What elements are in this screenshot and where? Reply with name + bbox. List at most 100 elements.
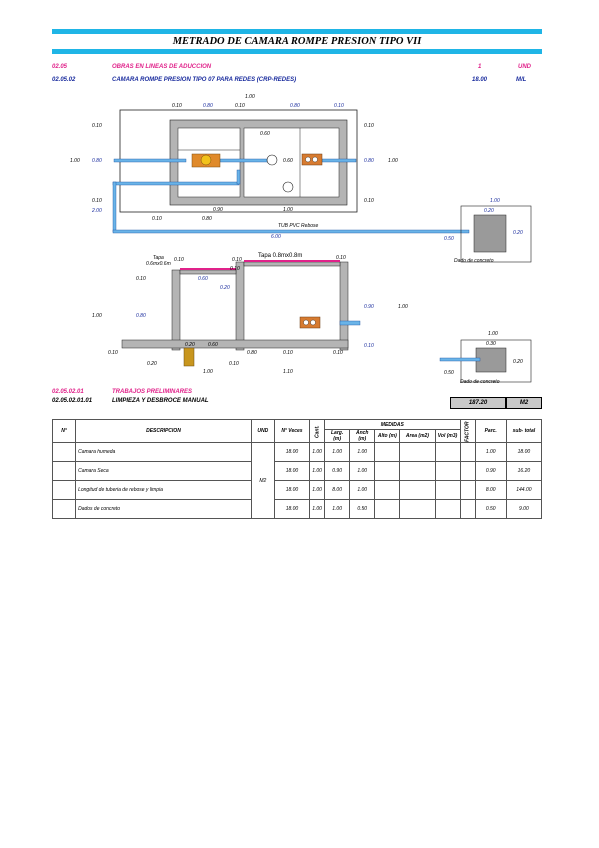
title-underline-bar bbox=[52, 49, 542, 54]
dim-label: 0.20 bbox=[220, 285, 230, 291]
dim-label: 0.20 bbox=[147, 361, 157, 367]
dim-label: 0.50 bbox=[444, 370, 454, 376]
cell: 1.00 bbox=[474, 442, 507, 462]
dado-frame-1 bbox=[460, 205, 532, 263]
cell: 18.00 bbox=[273, 480, 311, 500]
drain-icon bbox=[282, 181, 294, 193]
col-parc: Parc. bbox=[474, 419, 507, 443]
cell: 18.00 bbox=[505, 442, 543, 462]
dim-label: 0.10 bbox=[92, 123, 102, 129]
dim-label: 0.10 bbox=[235, 103, 245, 109]
dim-label: 0.10 bbox=[334, 103, 344, 109]
cell: 18.00 bbox=[273, 499, 311, 519]
dim-label: 0.10 bbox=[333, 350, 343, 356]
col-anch: Anch (m) bbox=[349, 429, 376, 443]
cell-desc: Dados de concreto bbox=[75, 499, 252, 519]
dim-label: 0.10 bbox=[136, 276, 146, 282]
item-unit: M2 bbox=[506, 397, 542, 409]
dim-label: 2.00 bbox=[92, 208, 102, 214]
dim-label: 1.00 bbox=[92, 313, 102, 319]
cell: 0.90 bbox=[324, 461, 351, 481]
table-row: Camara Seca 18.00 1.00 0.90 1.00 0.90 16… bbox=[51, 461, 543, 481]
dado-block-2 bbox=[475, 347, 507, 373]
dim-label: 0.80 bbox=[290, 103, 300, 109]
header-code-1: 02.05 bbox=[52, 64, 68, 70]
dim-label: 0.60 bbox=[283, 158, 293, 164]
cell: 1.00 bbox=[349, 480, 376, 500]
header-desc-2: CAMARA ROMPE PRESION TIPO 07 PARA REDES … bbox=[112, 77, 297, 83]
dim-label: 0.10 bbox=[172, 103, 182, 109]
dim-label: 0.80 bbox=[136, 313, 146, 319]
dim-label: 0.10 bbox=[152, 216, 162, 222]
dado-label-2: Dado de concreto bbox=[460, 379, 500, 385]
header-code-2: 02.05.02 bbox=[52, 77, 76, 83]
dim-label: 0.10 bbox=[230, 266, 240, 272]
dim-label: 0.80 bbox=[364, 158, 374, 164]
cell: 1.00 bbox=[309, 480, 326, 500]
top-accent-bar bbox=[52, 29, 542, 34]
cell: 18.00 bbox=[273, 442, 311, 462]
table-row: Longitud de tuberia de rebose y limpia 1… bbox=[51, 480, 543, 500]
meter-icon bbox=[301, 153, 323, 166]
lid-small bbox=[180, 268, 236, 270]
dim-label: 1.00 bbox=[398, 304, 408, 310]
cell-desc: Camara humeda bbox=[75, 442, 252, 462]
dim-label: 1.00 bbox=[490, 198, 500, 204]
item-code-1: 02.05.02.01 bbox=[52, 389, 84, 395]
cell: 0.50 bbox=[474, 499, 507, 519]
dim-label: 0.10 bbox=[336, 255, 346, 261]
col-und: UND bbox=[250, 419, 275, 443]
item-total: 187.20 bbox=[450, 397, 506, 409]
cell: 8.00 bbox=[474, 480, 507, 500]
dim-label: 0.10 bbox=[174, 257, 184, 263]
dim-label: 1.00 bbox=[283, 207, 293, 213]
header-qty-1: 1 bbox=[478, 64, 482, 70]
dim-label: 0.80 bbox=[92, 158, 102, 164]
col-vol: Vol (m3) bbox=[434, 429, 461, 443]
cell-desc: Longitud de tuberia de rebose y limpia bbox=[75, 480, 252, 500]
dim-label: 0.20 bbox=[185, 342, 195, 348]
dim-label: 1.10 bbox=[283, 369, 293, 375]
table-row: Dados de concreto 18.00 1.00 1.00 0.50 0… bbox=[51, 499, 543, 519]
cell: 0.50 bbox=[349, 499, 376, 519]
cell: 9.00 bbox=[505, 499, 543, 519]
dim-label: 1.00 bbox=[70, 158, 80, 164]
cell: 16.20 bbox=[505, 461, 543, 481]
dim-label: 0.80 bbox=[202, 216, 212, 222]
dim-label: 0.60 bbox=[208, 342, 218, 348]
dim-label: 0.60 bbox=[198, 276, 208, 282]
col-area: Area (m2) bbox=[399, 429, 436, 443]
col-factor: FACTOR bbox=[460, 419, 476, 443]
dim-label: 0.10 bbox=[364, 343, 374, 349]
dim-label: 0.10 bbox=[364, 198, 374, 204]
cell: 1.00 bbox=[309, 499, 326, 519]
dim-label: 0.10 bbox=[283, 350, 293, 356]
header-unit-2: M/L bbox=[516, 77, 527, 83]
plan-drawing bbox=[112, 109, 532, 263]
dim-top-total: 1.00 bbox=[245, 94, 255, 100]
col-medidas: MEDIDAS bbox=[324, 419, 461, 430]
dim-label: 0.10 bbox=[92, 198, 102, 204]
cell: 1.00 bbox=[309, 442, 326, 462]
dado-label-1: Dado de concreto bbox=[454, 258, 494, 264]
dim-label: 0.50 bbox=[444, 236, 454, 242]
item-code-2: 02.05.02.01.01 bbox=[52, 398, 93, 404]
meter-icon-section bbox=[299, 316, 321, 329]
col-alto: Alto (m) bbox=[374, 429, 401, 443]
lid-big bbox=[244, 260, 340, 262]
dim-label: 1.00 bbox=[388, 158, 398, 164]
cell: 8.00 bbox=[324, 480, 351, 500]
dim-label: 0.60 bbox=[260, 131, 270, 137]
col-desc: DESCRIPCION bbox=[75, 419, 252, 443]
float-valve-icon bbox=[266, 154, 278, 166]
pipe-label: TUB PVC Rebose bbox=[278, 223, 319, 229]
sump bbox=[183, 347, 195, 367]
cell-unit: M2 bbox=[250, 442, 275, 519]
cell: 1.00 bbox=[349, 442, 376, 462]
lid-small-label: Tapa 0.6mx0.6m bbox=[146, 255, 171, 267]
cell-desc: Camara Seca bbox=[75, 461, 252, 481]
dim-label: 1.00 bbox=[488, 331, 498, 337]
metrado-table: N° DESCRIPCION UND N° Veces Cant. MEDIDA… bbox=[51, 419, 543, 519]
header-unit-1: UND bbox=[518, 64, 531, 70]
header-desc-1: OBRAS EN LINEAS DE ADUCCION bbox=[112, 64, 212, 70]
